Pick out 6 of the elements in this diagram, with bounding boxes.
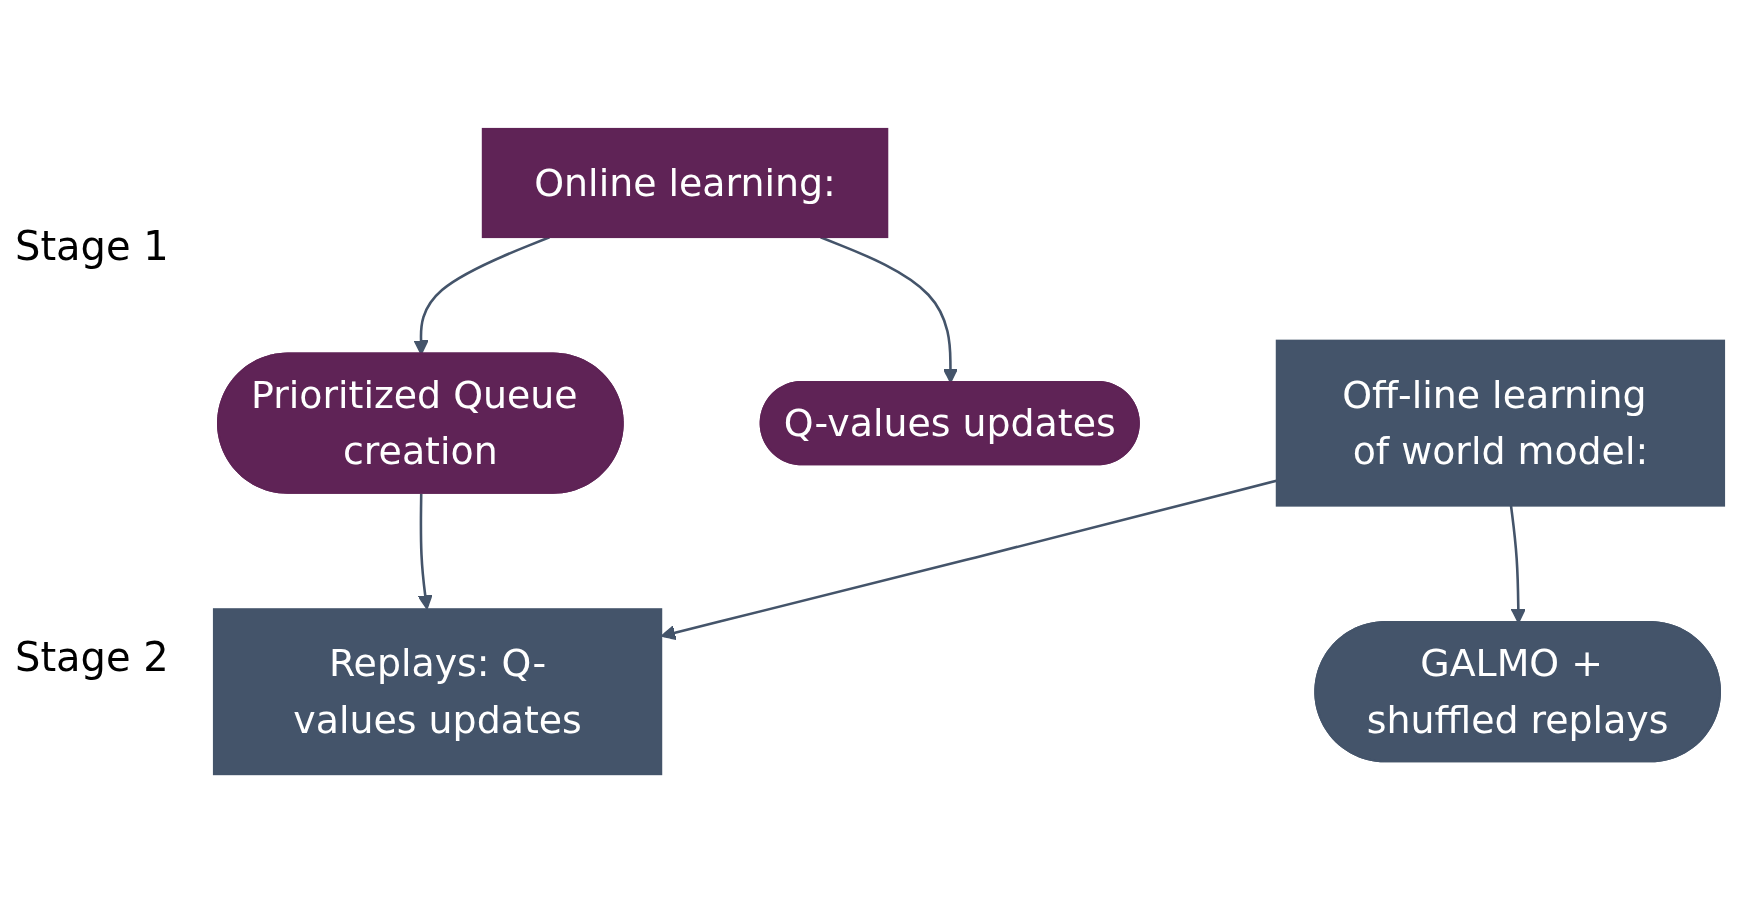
stage-label: Stage 2 [14,634,170,681]
node-box: Online learning: [481,127,889,238]
arrow [417,493,433,610]
node-box: Off-line learning of world model: [1275,339,1726,507]
node-box: Replays: Q-values updates [212,608,663,776]
stage-label: Stage 1 [14,222,170,269]
